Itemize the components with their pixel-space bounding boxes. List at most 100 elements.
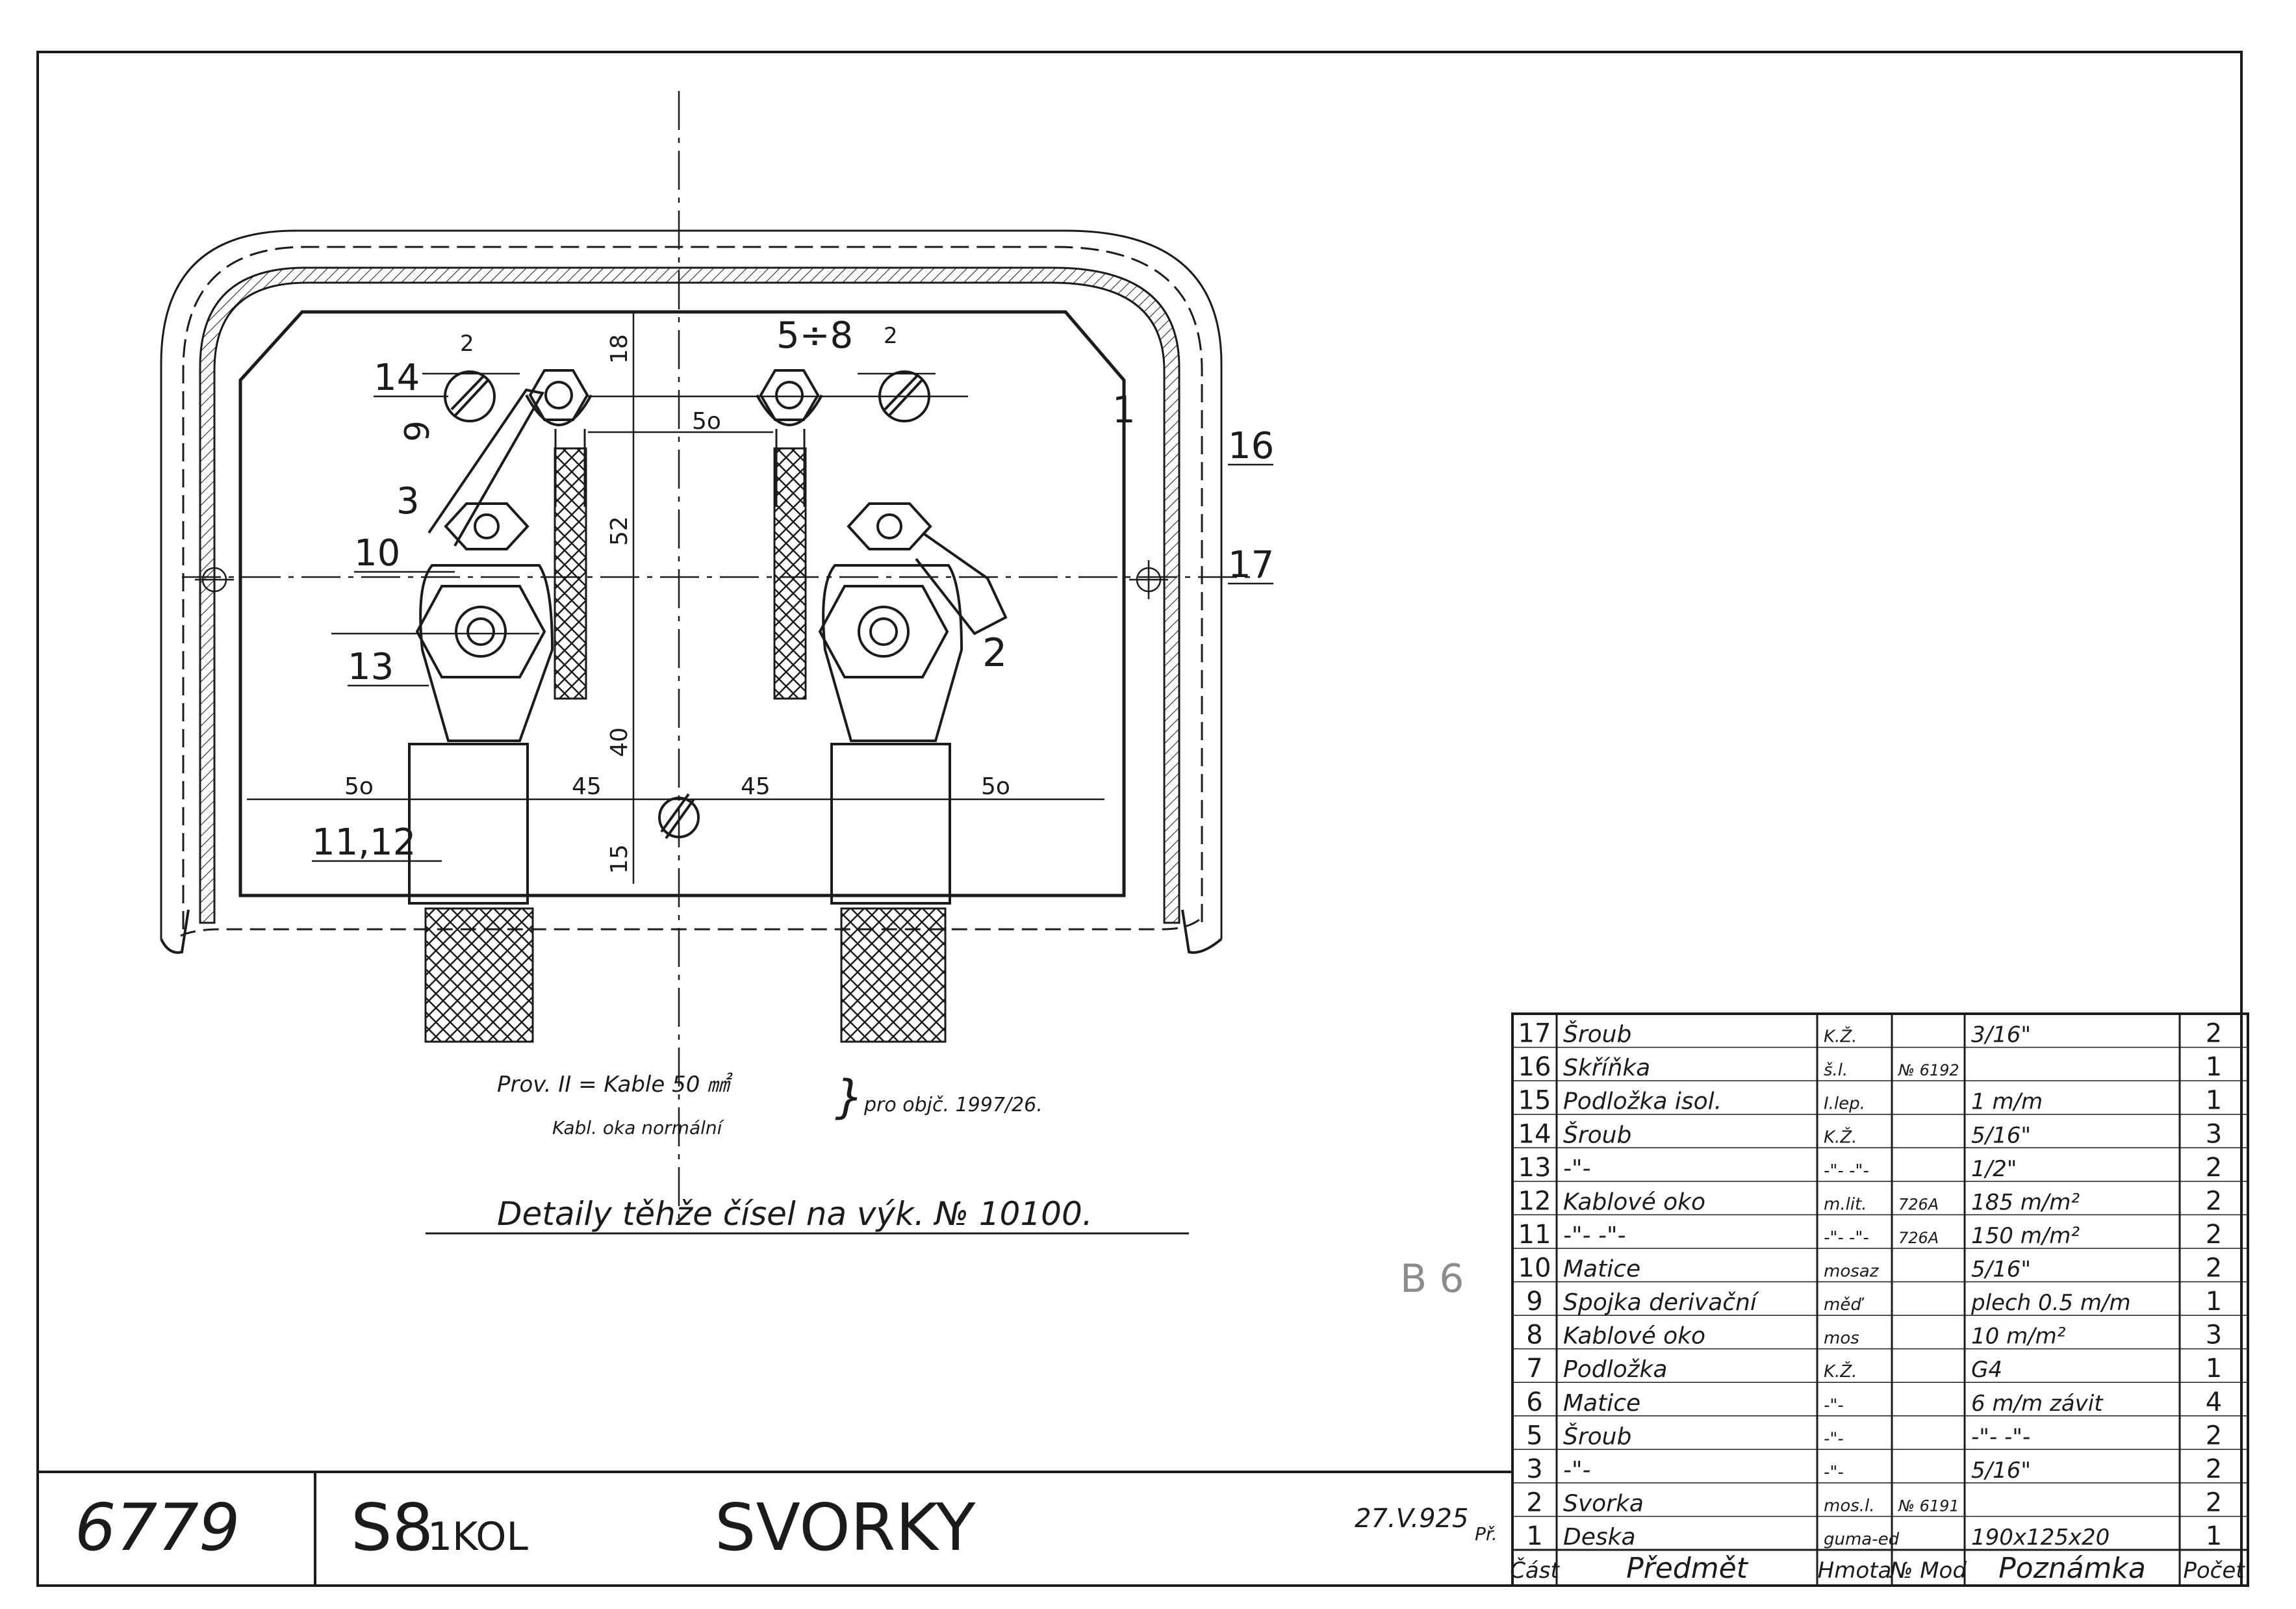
parts-table-cell-model: 726A: [1898, 1195, 1939, 1213]
parts-table-cell-qty: 2: [2206, 1186, 2222, 1216]
callout-3: 3: [396, 480, 420, 522]
parts-table-cell-qty: 1: [2206, 1287, 2222, 1317]
parts-table-header: Hmota: [1818, 1558, 1892, 1584]
parts-table-cell-no: 16: [1518, 1052, 1551, 1082]
dim-2-left: 2: [460, 331, 474, 357]
parts-table-cell-no: 5: [1526, 1421, 1542, 1450]
parts-table-header: Část: [1510, 1557, 1560, 1584]
parts-table-cell-material: š.l.: [1824, 1061, 1848, 1080]
parts-table-cell-no: 8: [1526, 1320, 1542, 1350]
parts-table-cell-no: 13: [1518, 1153, 1551, 1183]
parts-table-cell-name: Spojka derivační: [1563, 1289, 1760, 1316]
dim-15: 15: [606, 844, 633, 874]
drawing-number: 6779: [75, 1489, 240, 1565]
parts-table-cell-qty: 2: [2206, 1487, 2222, 1517]
drawing-series-sub: 1KOL: [427, 1514, 528, 1560]
parts-table-cell-no: 1: [1526, 1521, 1542, 1551]
parts-table-header: № Mod: [1889, 1558, 1967, 1584]
parts-table-cell-qty: 1: [2206, 1521, 2222, 1551]
parts-table-cell-note: 1/2": [1971, 1156, 2017, 1182]
parts-table-cell-model: № 6191: [1897, 1497, 1959, 1515]
parts-table-cell-qty: 3: [2206, 1119, 2222, 1149]
parts-table-header: Předmět: [1626, 1552, 1749, 1585]
parts-table-cell-material: -"-: [1824, 1396, 1844, 1415]
parts-table-cell-name: Svorka: [1563, 1490, 1644, 1517]
parts-table-cell-qty: 2: [2206, 1220, 2222, 1250]
parts-table-cell-note: -"- -"-: [1971, 1424, 2030, 1450]
parts-table-cell-qty: 2: [2206, 1254, 2222, 1283]
parts-table-cell-note: 190x125x20: [1971, 1525, 2110, 1551]
drawing-title: SVORKY: [715, 1489, 976, 1565]
callout-1: 1: [1112, 389, 1136, 431]
drawing-series: S8: [351, 1489, 433, 1565]
parts-table-cell-qty: 3: [2206, 1320, 2222, 1350]
drawing-date: 27.V.925: [1355, 1504, 1468, 1534]
callout-11-12: 11,12: [312, 821, 416, 864]
parts-table-header: Počet: [2183, 1558, 2245, 1584]
dim-45-right: 45: [741, 773, 771, 800]
parts-table-cell-no: 6: [1526, 1387, 1542, 1417]
parts-table-cell-no: 2: [1526, 1487, 1542, 1517]
parts-table-cell-no: 7: [1526, 1354, 1542, 1384]
callout-5-8: 5÷8: [776, 315, 853, 357]
parts-table-cell-no: 15: [1518, 1086, 1551, 1116]
dim-50-left: 5o: [344, 773, 374, 800]
title-block: 6779 S8 1KOL SVORKY 27.V.925 Př.: [75, 1489, 1498, 1565]
callout-14: 14: [374, 357, 420, 399]
drawing-initials: Př.: [1475, 1523, 1498, 1545]
parts-table-cell-note: G4: [1971, 1357, 2002, 1383]
parts-table-cell-name: -"-: [1563, 1155, 1591, 1182]
parts-table-cell-no: 17: [1518, 1019, 1551, 1049]
parts-table-cell-name: -"-: [1563, 1457, 1591, 1484]
parts-table-cell-name: Šroub: [1563, 1021, 1631, 1048]
parts-table-cell-note: 185 m/m²: [1971, 1189, 2080, 1215]
drawing-notes: Prov. II = Kable 50 ㎟ Kabl. oka normální…: [426, 1070, 1464, 1302]
parts-table-cell-note: 3/16": [1971, 1022, 2031, 1048]
parts-table-cell-material: -"-: [1824, 1429, 1844, 1448]
dim-2-right: 2: [884, 323, 898, 349]
callout-17: 17: [1228, 544, 1274, 586]
dim-50-right: 5o: [981, 773, 1010, 800]
parts-table-cell-material: měď: [1824, 1295, 1865, 1315]
parts-table-header: Poznámka: [1998, 1552, 2146, 1585]
parts-table-cell-no: 11: [1518, 1220, 1551, 1250]
dim-40: 40: [606, 727, 633, 757]
parts-table-cell-name: Matice: [1563, 1256, 1640, 1283]
parts-table-cell-note: 1 m/m: [1971, 1089, 2043, 1115]
callout-13: 13: [348, 646, 394, 688]
parts-table-cell-no: 3: [1526, 1454, 1542, 1484]
parts-table-cell-name: Podložka: [1563, 1356, 1667, 1383]
parts-table-cell-note: 5/16": [1971, 1122, 2031, 1148]
terminal-box-drawing: [160, 91, 1260, 1222]
callout-16: 16: [1228, 425, 1274, 467]
dimension-values: 2 2 18 5o 52 40 15 5o 45 45 5o: [344, 323, 1010, 874]
callout-9: 9: [398, 420, 437, 442]
parts-table-cell-model: № 6192: [1897, 1061, 1959, 1079]
dim-50-top: 5o: [692, 408, 721, 435]
parts-table-cell-model: 726A: [1898, 1229, 1939, 1247]
parts-table-cell-qty: 1: [2206, 1354, 2222, 1384]
callout-10: 10: [354, 532, 400, 574]
parts-table-cell-no: 14: [1518, 1119, 1551, 1149]
parts-table-cell-name: Matice: [1563, 1390, 1640, 1417]
parts-table-cell-note: 5/16": [1971, 1257, 2031, 1283]
parts-table-cell-material: K.Ž.: [1824, 1361, 1857, 1382]
parts-table-frame: [1511, 1012, 2249, 1587]
parts-table-cell-material: -"-: [1824, 1463, 1844, 1482]
parts-table-cell-material: I.lep.: [1824, 1094, 1865, 1114]
parts-table-cell-qty: 2: [2206, 1019, 2222, 1049]
parts-table-cell-name: Podložka isol.: [1563, 1088, 1722, 1115]
parts-table-cell-no: 10: [1518, 1254, 1551, 1283]
dim-45-left: 45: [572, 773, 602, 800]
parts-table-cell-note: 6 m/m závit: [1971, 1391, 2104, 1417]
note-title: Detaily těhže čísel na výk. № 10100.: [497, 1195, 1093, 1233]
parts-table-cell-material: -"- -"-: [1824, 1228, 1869, 1248]
drawing-border: [36, 51, 2243, 1587]
parts-table-cell-qty: 2: [2206, 1421, 2222, 1450]
note-side: pro objč. 1997/26.: [863, 1094, 1043, 1116]
parts-table-cell-note: 10 m/m²: [1971, 1324, 2066, 1350]
parts-table-cell-qty: 1: [2206, 1052, 2222, 1082]
parts-table-cell-name: Kablové oko: [1563, 1189, 1705, 1215]
parts-table-cell-material: -"- -"-: [1824, 1161, 1869, 1181]
